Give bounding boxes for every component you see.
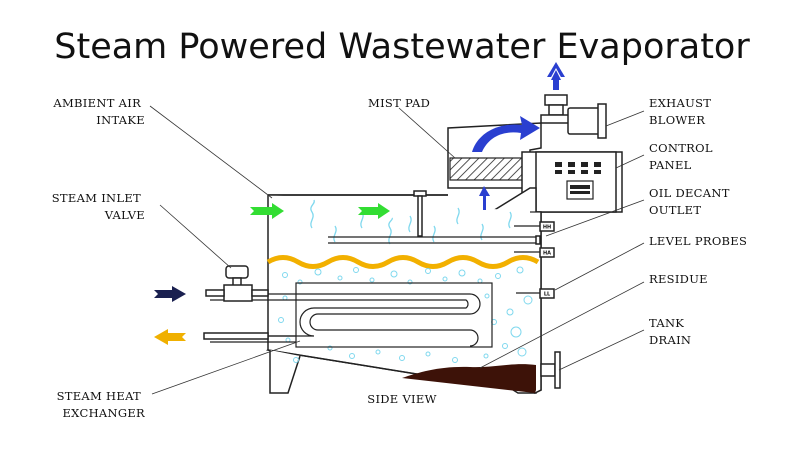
- label-exhaust-blower: EXHAUST BLOWER: [649, 96, 715, 127]
- svg-text:HA: HA: [543, 251, 551, 257]
- label-control-panel: CONTROL PANEL: [649, 141, 717, 172]
- label-mist-pad: MIST PAD: [368, 96, 430, 110]
- level-rod: [413, 190, 427, 237]
- steam-in-arrow-icon: [154, 286, 186, 302]
- control-panel: [521, 151, 623, 213]
- water-surface: [266, 255, 540, 269]
- exhaust-blower: [540, 62, 607, 139]
- label-level-probes: LEVEL PROBES: [649, 234, 747, 248]
- tank-leg-left: [269, 350, 301, 394]
- label-ambient-air-intake: AMBIENT AIR INTAKE: [52, 96, 145, 127]
- oil-decant-tube: [328, 235, 541, 245]
- steam-out-arrow-icon: [154, 329, 186, 345]
- label-residue: RESIDUE: [649, 272, 708, 286]
- tank-drain: [540, 351, 561, 389]
- label-steam-inlet-valve: STEAM INLET VALVE: [52, 191, 145, 222]
- residue: [402, 364, 536, 393]
- diagram-title: Steam Powered Wastewater Evaporator: [54, 27, 750, 67]
- label-oil-decant-outlet: OIL DECANT OUTLET: [649, 186, 734, 217]
- vapor-rise-arrow-icon: [479, 186, 490, 210]
- exhaust-arrow-icon: [547, 62, 565, 90]
- airflow-arrow-icon: [472, 116, 540, 152]
- air-intake-arrow-icon: [250, 203, 390, 219]
- svg-text:HH: HH: [543, 225, 551, 231]
- svg-text:LL: LL: [544, 292, 551, 298]
- label-side-view: SIDE VIEW: [367, 392, 436, 406]
- level-probes: HH HA LL: [514, 221, 555, 299]
- bubbles: [278, 266, 533, 363]
- mist-pad: [449, 157, 527, 181]
- leader-lines: [149, 105, 645, 395]
- vapor-wisps: [310, 199, 512, 245]
- steam-inlet-valve: [205, 265, 269, 302]
- label-tank-drain: TANK DRAIN: [649, 316, 691, 347]
- label-steam-heat-exchanger: STEAM HEAT EXCHANGER: [57, 389, 145, 420]
